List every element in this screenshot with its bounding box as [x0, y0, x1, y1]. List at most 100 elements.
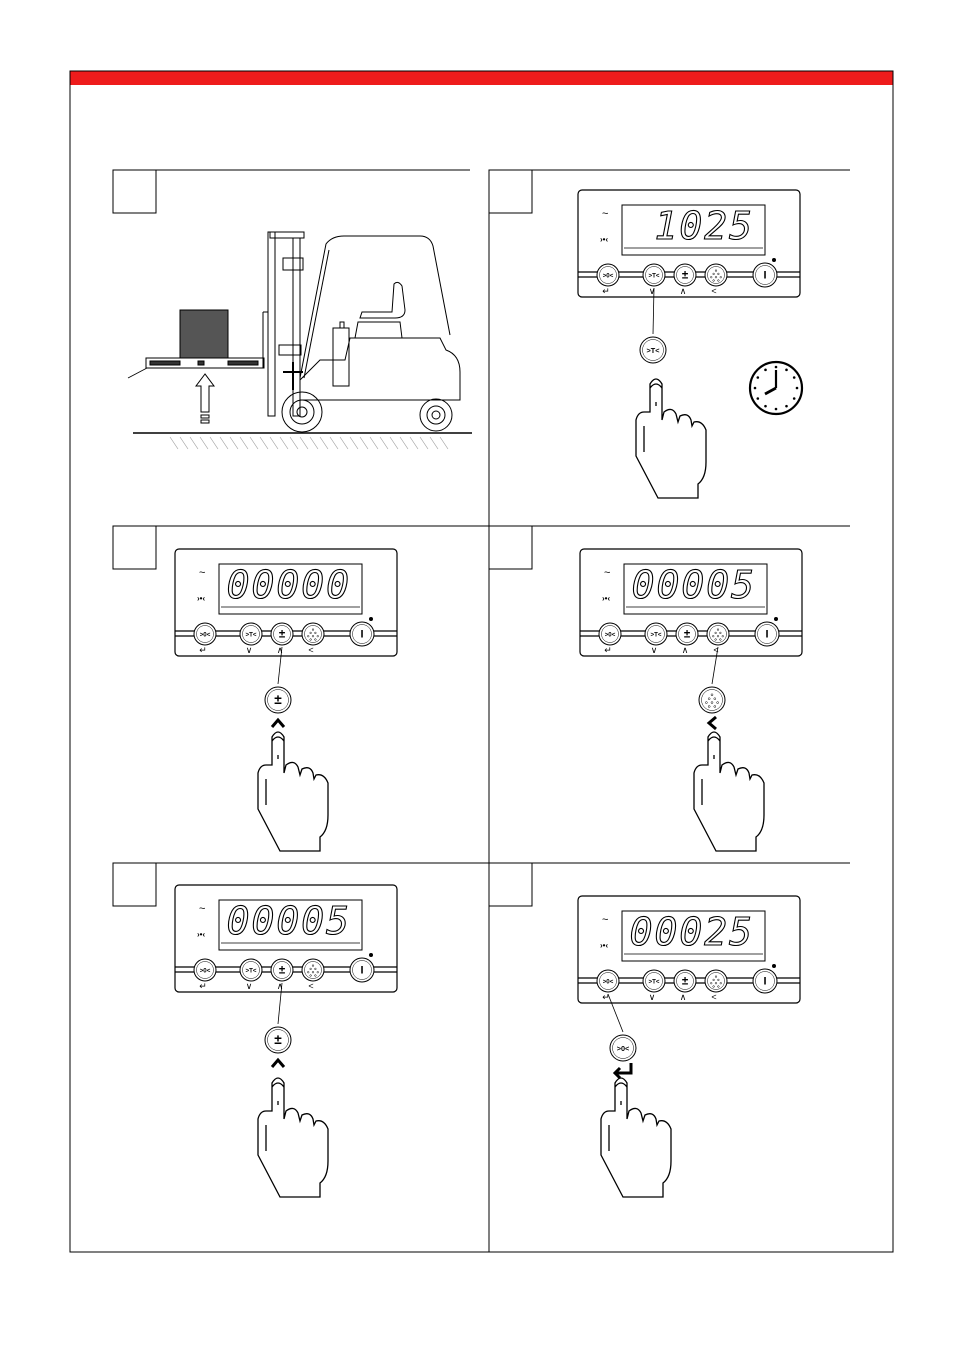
plus-minus-key[interactable]: ± — [674, 264, 696, 286]
power-key[interactable]: I — [753, 969, 777, 993]
pressed-key-arrow-icon — [272, 720, 284, 727]
tare-key-label: >T< — [649, 273, 660, 280]
lcd-display: 00025 — [622, 910, 765, 961]
plus-minus-key-label: ± — [279, 964, 286, 976]
key-sub-glyph: < — [308, 645, 313, 655]
zero-key-label: >0< — [200, 632, 211, 639]
key-sub-glyph: ∧ — [682, 645, 689, 655]
print-key[interactable] — [302, 623, 324, 645]
zero-key-label: >0< — [200, 968, 211, 975]
pointing-hand-icon — [601, 1078, 671, 1197]
tare-key-label: >T< — [246, 968, 257, 975]
key-sub-glyph: ∧ — [277, 981, 284, 991]
plus-minus-key-label: ± — [279, 628, 286, 640]
zero-key[interactable]: >0< — [599, 623, 621, 645]
zero-key[interactable]: >0< — [597, 264, 619, 286]
plus-minus-key-label: ± — [682, 269, 689, 281]
print-key[interactable] — [705, 264, 727, 286]
tare-key-zoom[interactable]: >T< — [640, 337, 666, 363]
print-key-zoom[interactable] — [699, 687, 725, 713]
header-bar — [70, 71, 893, 85]
tare-key[interactable]: >T< — [240, 959, 262, 981]
power-key[interactable]: I — [350, 958, 374, 982]
pressed-key-arrow-icon — [615, 1063, 631, 1078]
step-1-panel — [113, 170, 472, 449]
stable-icon: ~ — [602, 208, 608, 220]
plus-minus-key-label: ± — [274, 1032, 282, 1047]
key-sub-glyph: ∨ — [649, 992, 656, 1002]
clock-icon — [750, 362, 802, 414]
step-3-panel: 00000~›•‹>0<>T<±I↵∨∧<± — [113, 526, 489, 851]
power-key[interactable]: I — [755, 622, 779, 646]
tare-key-label: >T< — [649, 979, 660, 986]
zero-key-label: >0< — [603, 273, 614, 280]
key-sub-glyph: ↵ — [604, 645, 612, 655]
print-key[interactable] — [302, 959, 324, 981]
tare-key[interactable]: >T< — [240, 623, 262, 645]
step-number-box — [489, 170, 532, 213]
pointing-hand-icon — [258, 1078, 328, 1197]
pointing-hand-icon — [694, 732, 764, 851]
weighing-indicator: 00005~›•‹>0<>T<±I↵∨∧< — [175, 885, 397, 992]
tare-key[interactable]: >T< — [643, 264, 665, 286]
power-key-label: I — [360, 965, 363, 977]
step-number-box — [113, 526, 156, 569]
key-sub-glyph: ↵ — [199, 981, 207, 991]
print-key[interactable] — [707, 623, 729, 645]
lcd-display: 00005 — [219, 899, 362, 950]
zero-key-label: >0< — [603, 979, 614, 986]
display-value: 00005 — [632, 563, 756, 607]
key-sub-glyph: ∧ — [277, 645, 284, 655]
plus-minus-key[interactable]: ± — [674, 970, 696, 992]
plus-minus-key[interactable]: ± — [271, 959, 293, 981]
plus-minus-key-label: ± — [274, 692, 282, 707]
plus-minus-key[interactable]: ± — [676, 623, 698, 645]
key-sub-glyph: ↵ — [602, 286, 610, 296]
display-value: 1025 — [654, 204, 754, 248]
tare-key-label: >T< — [647, 346, 660, 355]
zero-key-label: >0< — [617, 1044, 630, 1053]
tare-key[interactable]: >T< — [645, 623, 667, 645]
key-sub-glyph: < — [711, 992, 716, 1002]
step-5-panel: 00005~›•‹>0<>T<±I↵∨∧<± — [113, 863, 489, 1197]
plus-minus-key-zoom[interactable]: ± — [265, 1027, 291, 1053]
key-sub-glyph: ∨ — [246, 981, 253, 991]
zero-key[interactable]: >0< — [194, 959, 216, 981]
lcd-display: 1025 — [622, 204, 765, 255]
step-2-panel: 1025~›•‹>0<>T<±I↵∨∧<>T< — [489, 170, 850, 498]
weighing-indicator: 00025~›•‹>0<>T<±I↵∨∧< — [578, 896, 800, 1003]
power-key-label: I — [763, 976, 766, 988]
power-led-icon — [774, 617, 778, 621]
step-number-box — [113, 170, 156, 213]
key-sub-glyph: ↵ — [602, 992, 610, 1002]
weighing-indicator: 00005~›•‹>0<>T<±I↵∨∧< — [580, 549, 802, 656]
power-key[interactable]: I — [753, 263, 777, 287]
power-key[interactable]: I — [350, 622, 374, 646]
weighing-indicator: 00000~›•‹>0<>T<±I↵∨∧< — [175, 549, 397, 656]
key-sub-glyph: ∧ — [680, 286, 687, 296]
forklift-illustration — [128, 232, 472, 449]
lift-arrow-icon — [196, 374, 214, 412]
stable-icon: ~ — [604, 567, 610, 579]
zero-key[interactable]: >0< — [194, 623, 216, 645]
power-led-icon — [369, 617, 373, 621]
plus-minus-key[interactable]: ± — [271, 623, 293, 645]
power-led-icon — [369, 953, 373, 957]
zero-indicator-icon: ›•‹ — [600, 235, 608, 244]
key-sub-glyph: ↵ — [199, 645, 207, 655]
power-led-icon — [772, 258, 776, 262]
step-number-box — [489, 863, 532, 906]
zero-key[interactable]: >0< — [597, 970, 619, 992]
tare-key[interactable]: >T< — [643, 970, 665, 992]
zero-key-zoom[interactable]: >0< — [610, 1035, 636, 1061]
stable-icon: ~ — [199, 567, 205, 579]
key-sub-glyph: ∧ — [680, 992, 687, 1002]
pointing-hand-icon — [636, 379, 706, 498]
key-sub-glyph: < — [711, 286, 716, 296]
weighing-indicator: 1025~›•‹>0<>T<±I↵∨∧< — [578, 190, 800, 297]
plus-minus-key-zoom[interactable]: ± — [265, 687, 291, 713]
zero-indicator-icon: ›•‹ — [602, 594, 610, 603]
print-key[interactable] — [705, 970, 727, 992]
step-4-panel: 00005~›•‹>0<>T<±I↵∨∧< — [489, 526, 850, 851]
